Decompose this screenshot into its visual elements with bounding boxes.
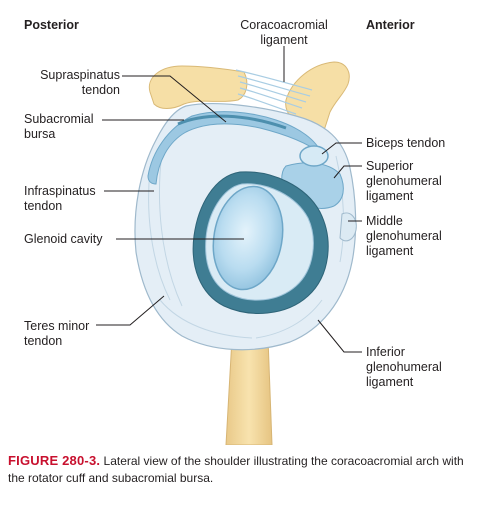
supraspinatus-tendon-label: Supraspinatus tendon <box>40 68 120 97</box>
shoulder-lateral-view-illustration <box>96 46 362 445</box>
infraspinatus-tendon-label: Infraspinatus tendon <box>24 184 96 213</box>
glenoid-cavity <box>212 185 284 291</box>
cuff-fibers <box>148 151 344 339</box>
figure-number: FIGURE 280-3. <box>8 453 101 468</box>
posterior-label: Posterior <box>24 18 79 32</box>
leader-lines <box>96 46 362 353</box>
biceps-tendon <box>299 145 329 167</box>
superior-glenohumeral-ligament-label: Superior glenohumeral ligament <box>366 159 442 203</box>
caption-text: Lateral view of the shoulder illustratin… <box>8 454 464 485</box>
glenoid-cavity-label: Glenoid cavity <box>24 232 103 246</box>
biceps-tendon-label: Biceps tendon <box>366 136 446 150</box>
humeral-shaft <box>225 337 273 445</box>
middle-gh-ligament <box>339 212 357 242</box>
subacromial-bursa-label: Subacromial bursa <box>24 112 94 141</box>
figure-caption: FIGURE 280-3. Lateral view of the should… <box>8 452 478 487</box>
acromion <box>148 65 248 109</box>
middle-glenohumeral-ligament-label: Middle glenohumeral ligament <box>366 214 442 258</box>
subacromial-bursa <box>147 111 324 185</box>
teres-minor-tendon-label: Teres minor tendon <box>24 319 90 348</box>
coracoacromial-ligament-label: Coracoacromial ligament <box>240 18 328 47</box>
inferior-glenohumeral-ligament-label: Inferior glenohumeral ligament <box>366 345 442 389</box>
anterior-label: Anterior <box>366 18 415 32</box>
coracoacromial-ligament <box>235 69 313 115</box>
